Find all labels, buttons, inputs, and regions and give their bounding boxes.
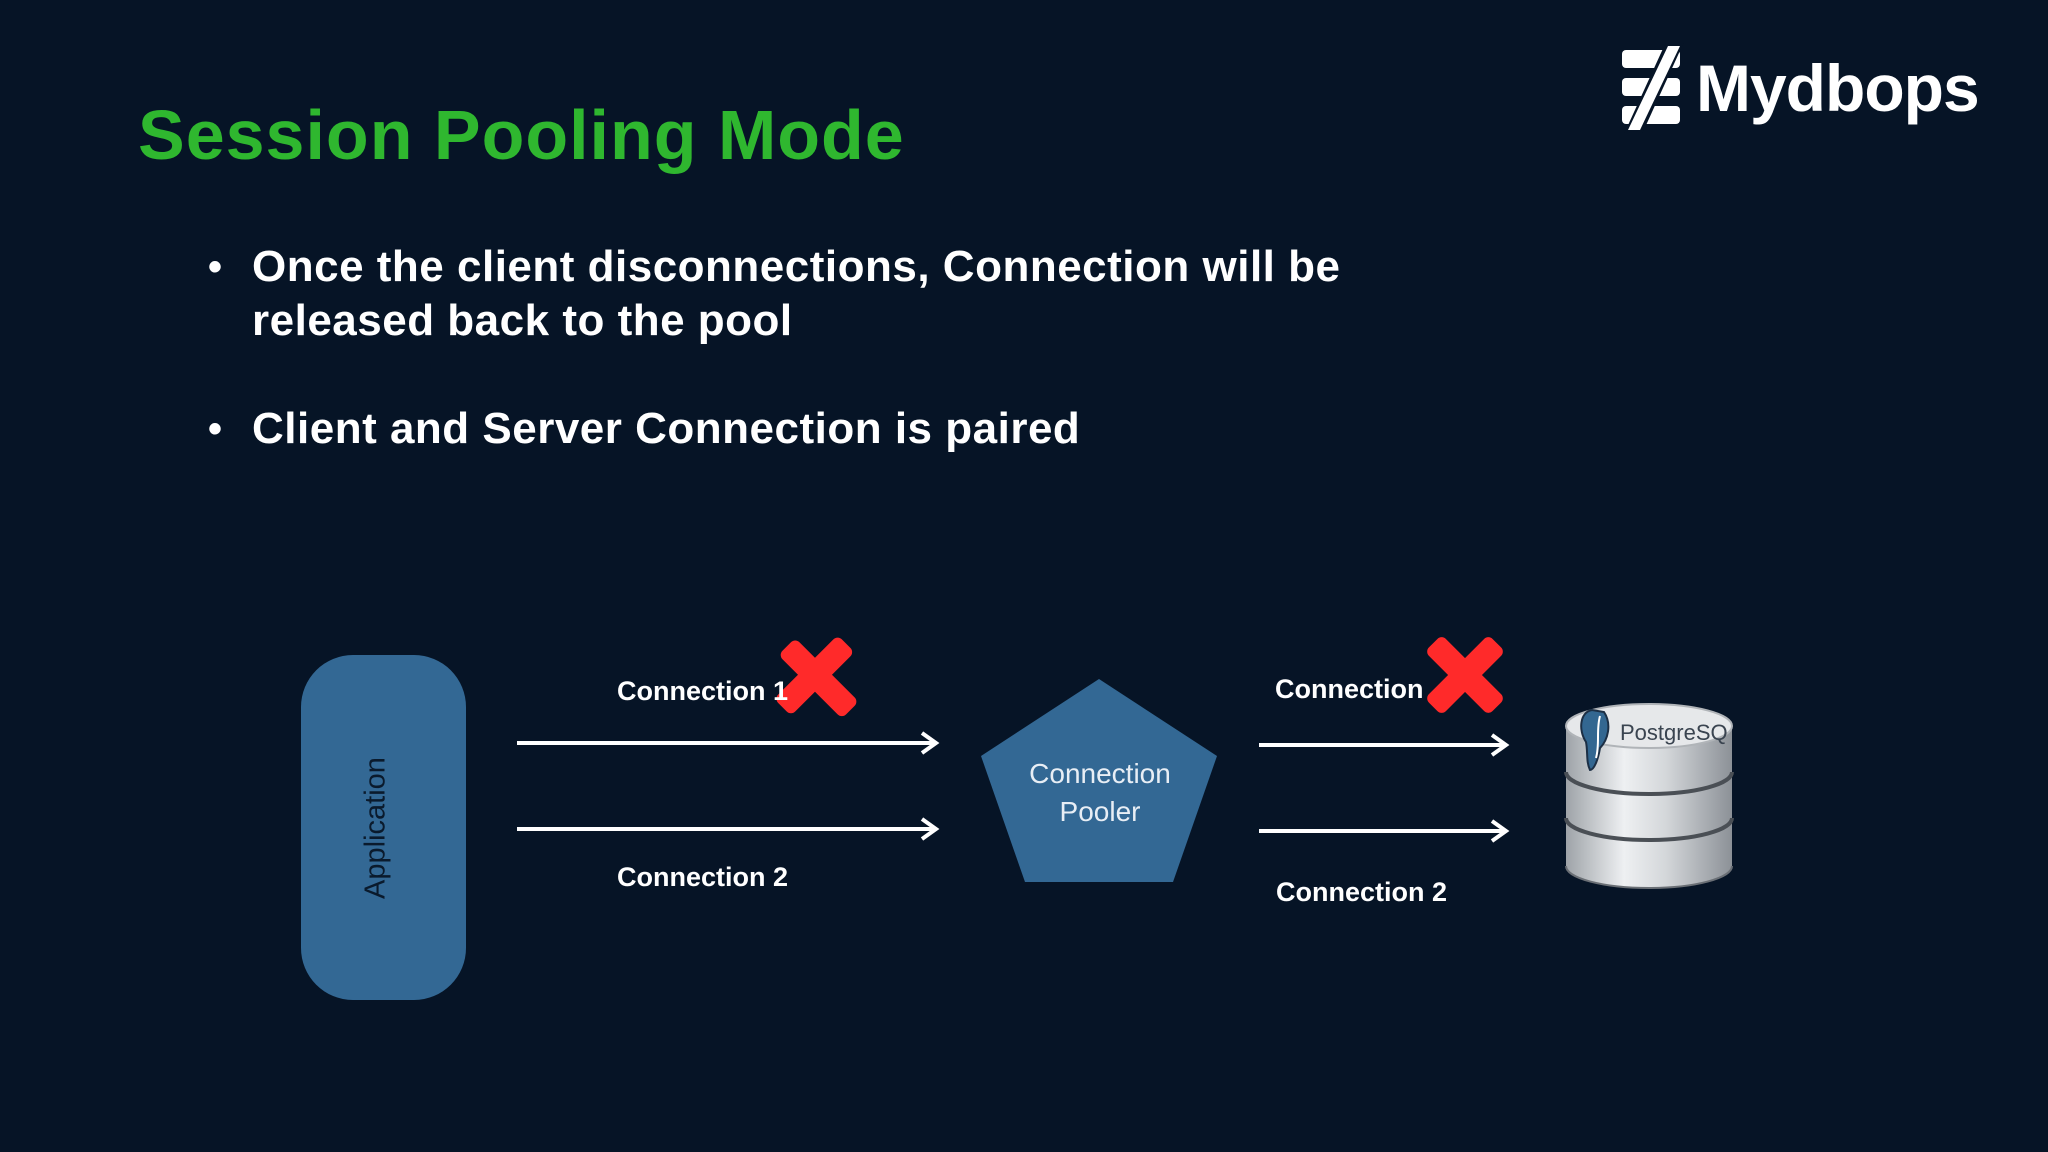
- arrow-head: [920, 731, 940, 755]
- arrow-head: [1490, 733, 1510, 757]
- mydbops-logo: Mydbops: [1618, 38, 2008, 138]
- bullet-text-line: Client and Server Connection is paired: [252, 404, 1081, 453]
- database-label: PostgreSQ: [1620, 720, 1728, 745]
- mydbops-logo-icon: [1622, 42, 1684, 134]
- bullet-item: • Client and Server Connection is paired: [208, 402, 1408, 456]
- bullet-dot: •: [208, 245, 223, 289]
- application-node: [301, 655, 466, 1000]
- bullet-dot: •: [208, 407, 223, 451]
- pooler-label-line: Connection: [1029, 758, 1171, 789]
- right-connection-2-label: Connection 2: [1276, 877, 1448, 907]
- arrow-head: [1490, 819, 1510, 843]
- close-icon: [776, 637, 857, 717]
- slide-title: Session Pooling Mode: [138, 96, 905, 174]
- right-connection-1-label: Connection: [1275, 674, 1424, 704]
- close-icon: [1427, 637, 1503, 713]
- bullet-text-line: Once the client disconnections, Connecti…: [252, 242, 1341, 291]
- postgresql-elephant-icon: [1580, 708, 1610, 772]
- pooler-label-line: Pooler: [1059, 796, 1141, 827]
- arrow-head: [920, 817, 940, 841]
- left-connection-1-label: Connection 1: [617, 676, 789, 706]
- bullet-list: • Once the client disconnections, Connec…: [208, 240, 1408, 510]
- connection-pooler-node: [981, 679, 1217, 882]
- pooler-label: Connection Pooler: [980, 755, 1220, 831]
- logo-text: Mydbops: [1696, 51, 1980, 125]
- bullet-item: • Once the client disconnections, Connec…: [208, 240, 1408, 348]
- bullet-text-line: released back to the pool: [252, 296, 793, 345]
- left-connection-2-label: Connection 2: [617, 862, 789, 892]
